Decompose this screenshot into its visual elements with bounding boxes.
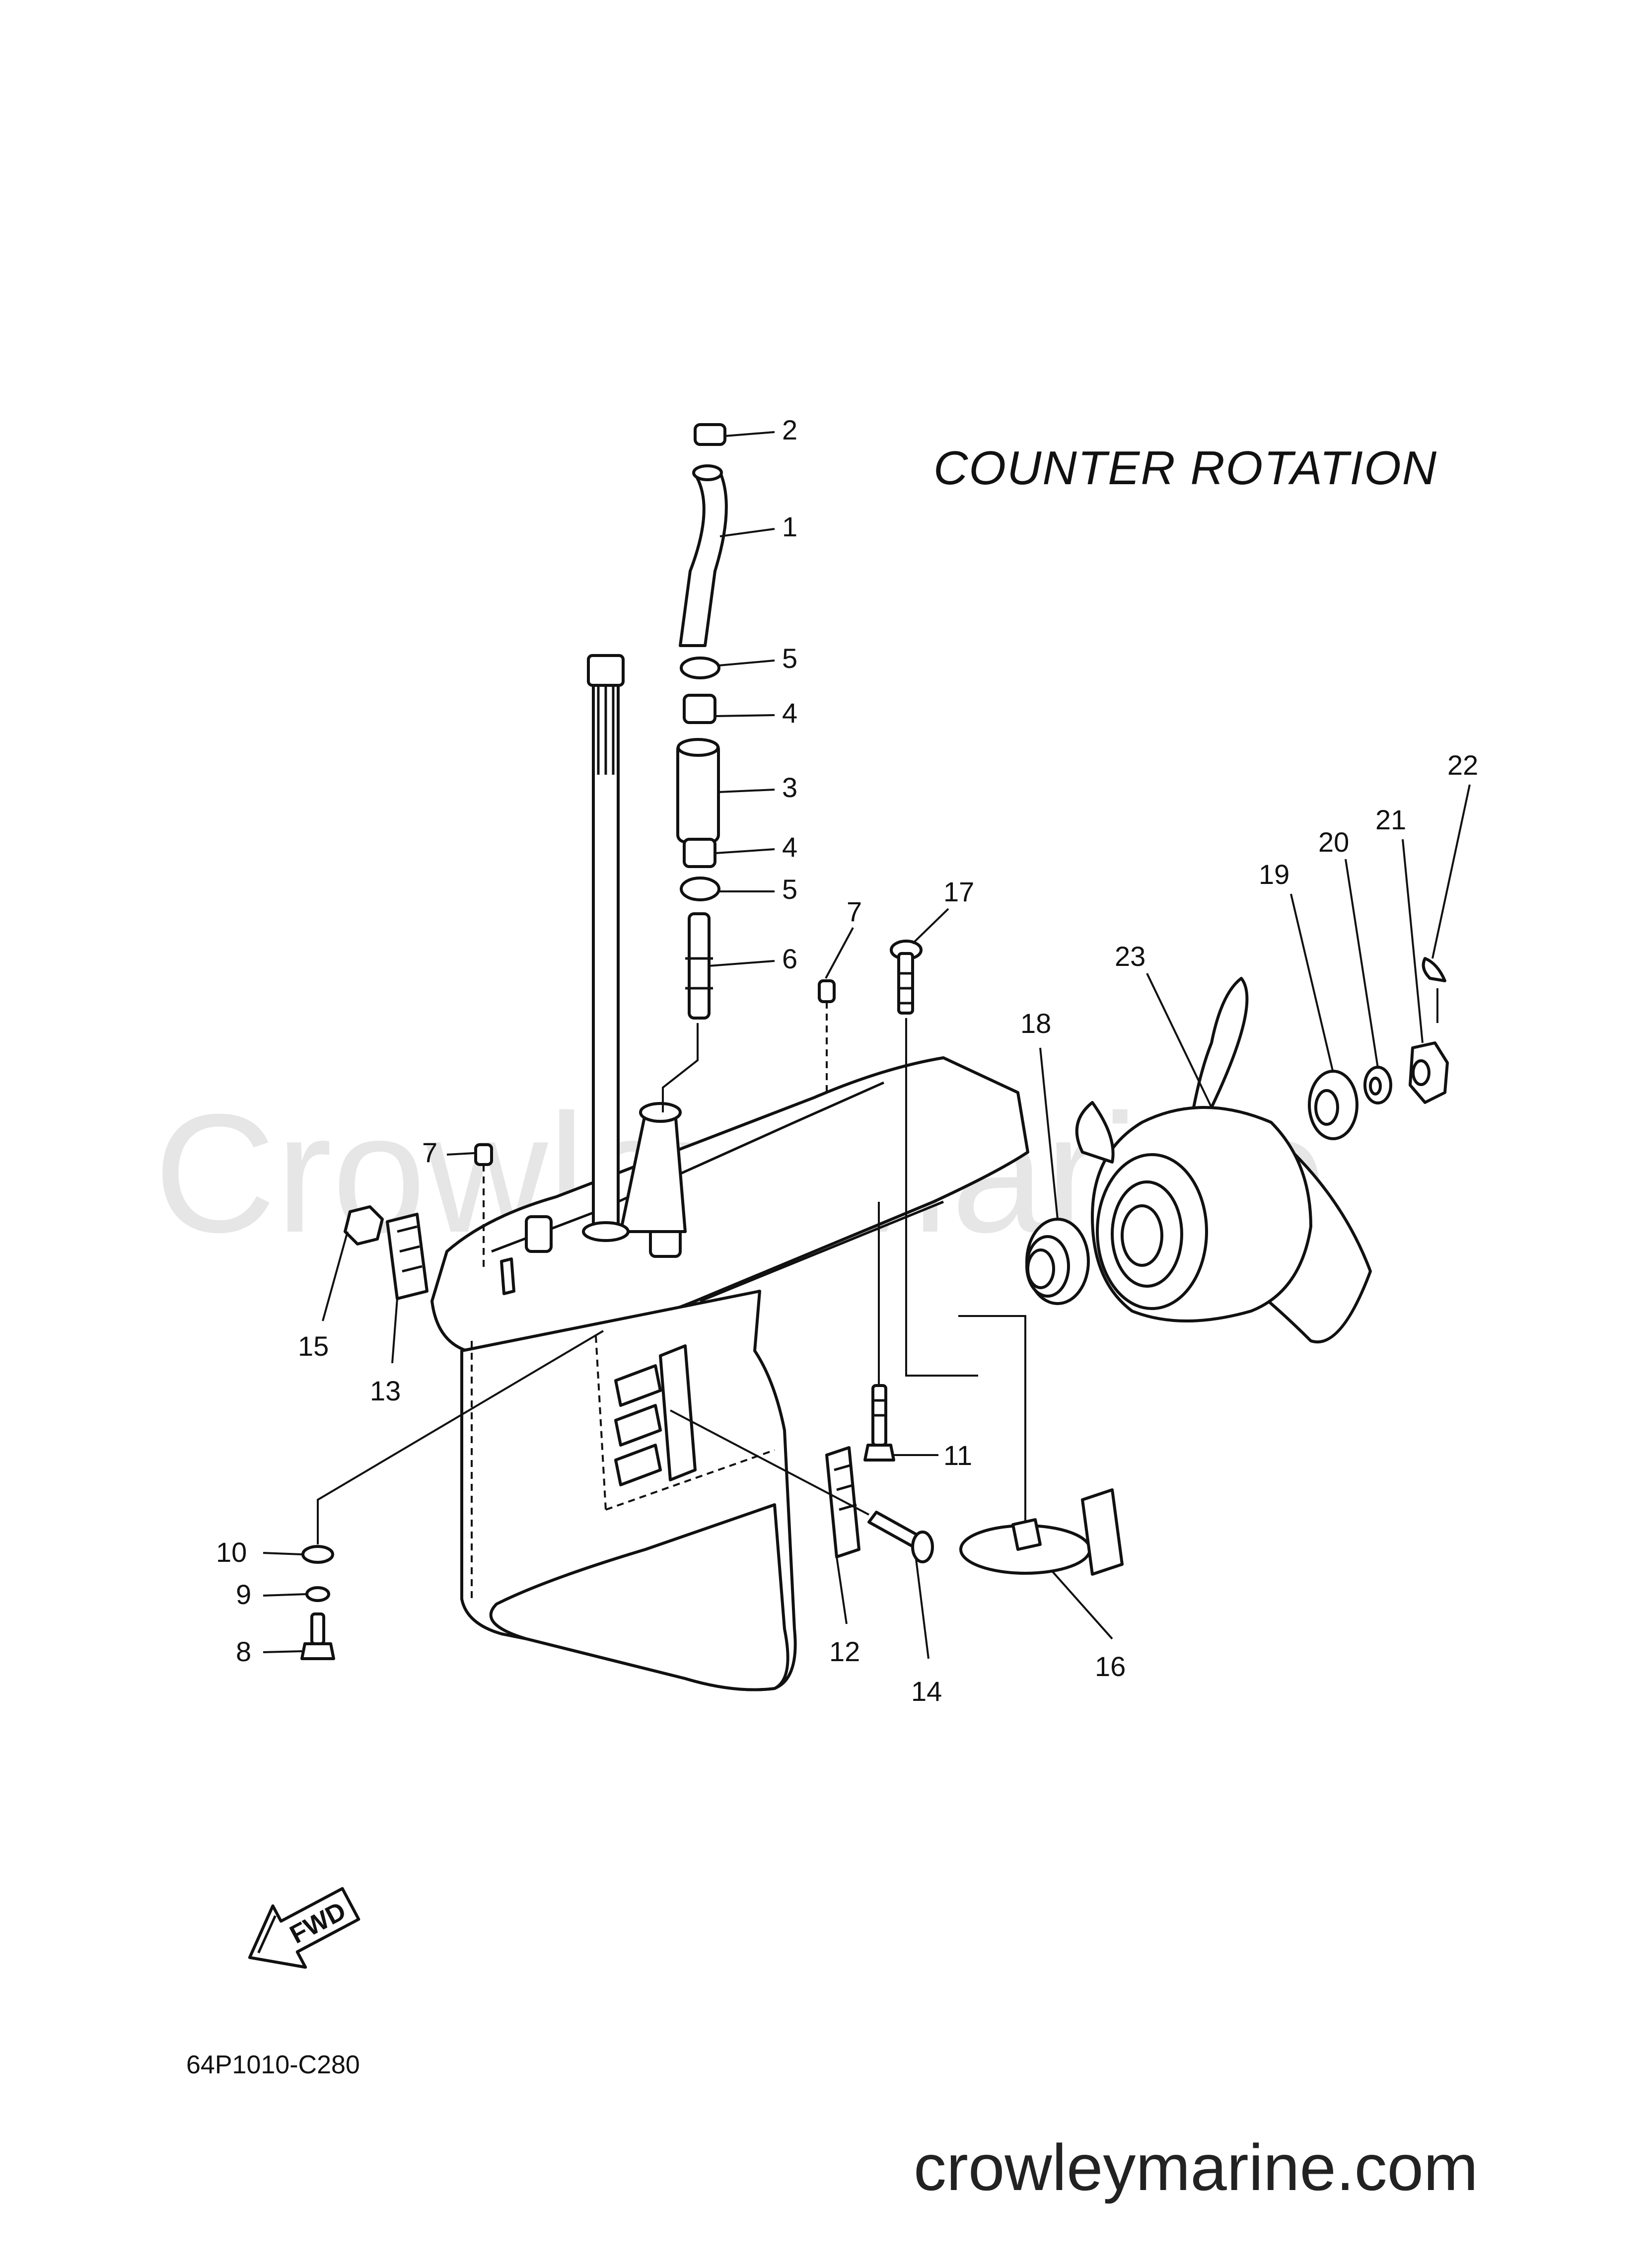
leader-lines xyxy=(263,431,1471,1659)
spacer-18 xyxy=(1025,1218,1090,1305)
callout-4-lower: 4 xyxy=(782,831,797,863)
callout-14: 14 xyxy=(911,1676,942,1707)
callout-17: 17 xyxy=(943,876,974,907)
nut-21 xyxy=(1409,1041,1449,1104)
drive-shaft xyxy=(582,654,630,1242)
callout-16: 16 xyxy=(1095,1651,1126,1682)
callout-labels: 2 1 5 4 3 4 5 6 7 7 17 18 23 19 20 21 22… xyxy=(216,414,1478,1707)
callout-7-upper: 7 xyxy=(847,896,862,927)
diagram-title: COUNTER ROTATION xyxy=(933,441,1437,495)
washer-19 xyxy=(1308,1070,1358,1140)
dowel-pin-lower xyxy=(474,1143,493,1166)
callout-3: 3 xyxy=(782,772,797,803)
water-tube-assembly xyxy=(662,423,728,1112)
trim-tab-16 xyxy=(958,1315,1124,1576)
callout-12: 12 xyxy=(829,1636,860,1667)
callout-1: 1 xyxy=(782,511,797,542)
bolt-11 xyxy=(863,1202,895,1462)
bolt-17 xyxy=(890,940,978,1377)
callout-20: 20 xyxy=(1318,826,1349,858)
stud-bolt xyxy=(500,1257,515,1295)
callout-22: 22 xyxy=(1447,749,1478,781)
website-url: crowleymarine.com xyxy=(914,2131,1478,2204)
callout-6: 6 xyxy=(782,943,797,974)
fwd-arrow-icon: FWD xyxy=(248,1887,360,1969)
callout-4-upper: 4 xyxy=(782,697,797,729)
callout-8: 8 xyxy=(236,1636,251,1667)
callout-5-lower: 5 xyxy=(782,874,797,905)
lower-unit-housing xyxy=(430,1056,1029,1691)
callout-5-upper: 5 xyxy=(782,643,797,674)
washer-9 xyxy=(305,1586,330,1602)
nut-15 xyxy=(344,1205,384,1245)
propeller-23 xyxy=(1075,977,1372,1344)
callout-10: 10 xyxy=(216,1536,247,1568)
screw-14 xyxy=(867,1511,934,1563)
assembly-line-10 xyxy=(317,1330,604,1544)
assembly-line-14 xyxy=(670,1409,869,1516)
anode-13 xyxy=(386,1213,428,1300)
callout-13: 13 xyxy=(370,1375,401,1406)
callout-9: 9 xyxy=(236,1579,251,1610)
callout-11: 11 xyxy=(943,1440,972,1471)
callout-2: 2 xyxy=(782,414,797,445)
anode-12 xyxy=(825,1446,860,1558)
bolt-8 xyxy=(300,1612,335,1660)
cotter-pin-22 xyxy=(1422,957,1446,1023)
washer-20-hole xyxy=(1369,1077,1382,1096)
drawing-code: 64P1010-C280 xyxy=(186,2050,360,2079)
callout-15: 15 xyxy=(298,1330,329,1362)
callout-21: 21 xyxy=(1375,804,1406,835)
dowel-pin-upper xyxy=(818,979,836,1003)
callout-19: 19 xyxy=(1259,859,1289,890)
callout-7-lower: 7 xyxy=(422,1137,437,1168)
callout-18: 18 xyxy=(1020,1008,1051,1039)
callout-23: 23 xyxy=(1115,941,1145,972)
washer-10 xyxy=(301,1545,334,1564)
